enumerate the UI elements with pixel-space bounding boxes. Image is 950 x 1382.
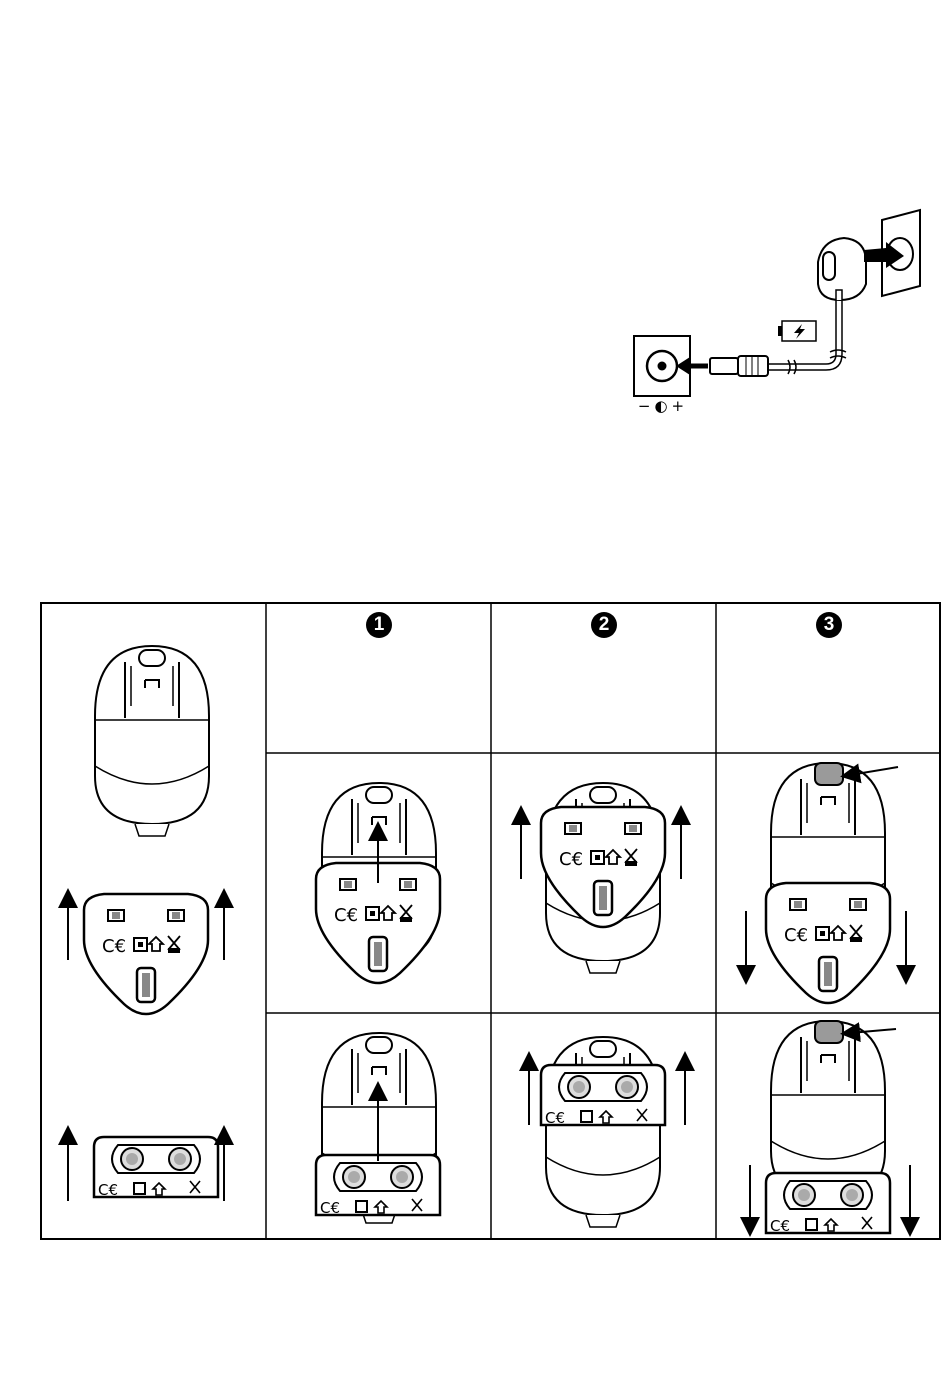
step-3-eu-illustration [716, 1013, 941, 1239]
step-2-badge: 2 [591, 612, 617, 638]
step-1-badge: 1 [366, 612, 392, 638]
step-3-uk-illustration [716, 753, 941, 1013]
step-1-eu-illustration [266, 1013, 491, 1239]
eu-adapter-illustration [40, 1125, 260, 1210]
charger-base-illustration [95, 706, 209, 836]
step-2-eu-illustration [491, 1013, 716, 1239]
step-3-badge: 3 [816, 612, 842, 638]
uk-adapter-illustration [40, 880, 260, 1020]
step-1-uk-illustration [266, 753, 491, 1013]
step-2-uk-illustration [491, 753, 716, 1013]
